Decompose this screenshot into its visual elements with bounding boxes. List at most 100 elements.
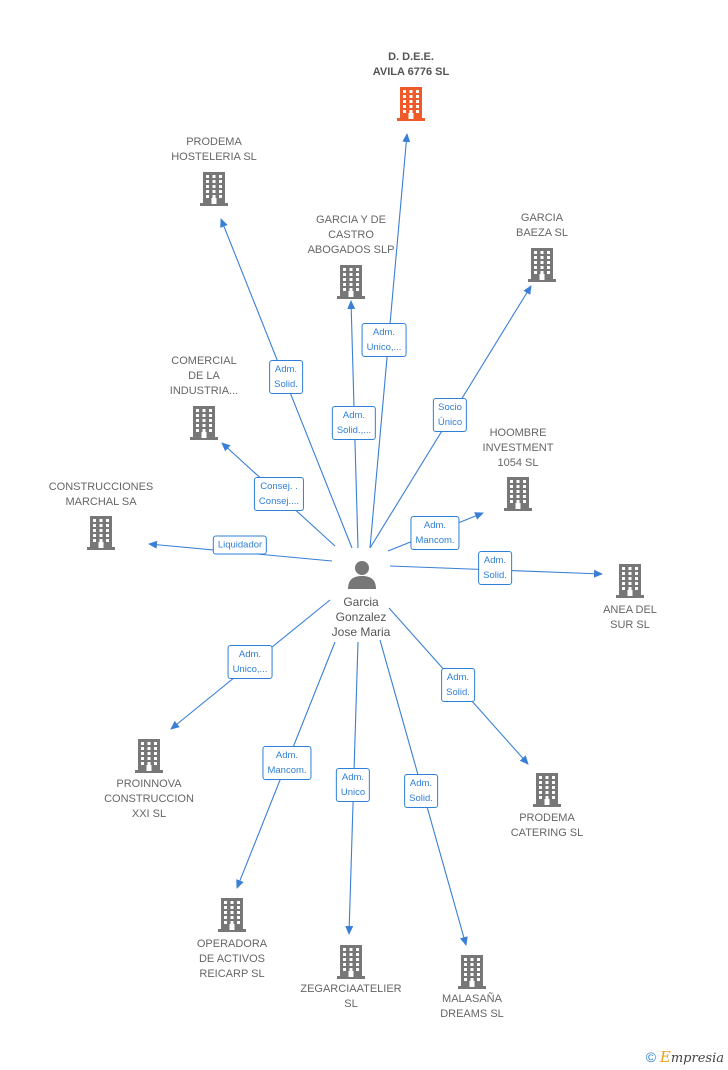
relation-badge-line: Adm. (446, 672, 470, 683)
relation-badge-line: Adm. (483, 555, 507, 566)
building-icon[interactable] (336, 263, 366, 304)
building-icon[interactable] (336, 943, 366, 984)
relation-badge-line: Consej.... (258, 496, 300, 507)
company-label-line: D. D.E.E. (388, 51, 434, 63)
relation-badge-operadora[interactable]: Adm. Mancom. (262, 746, 312, 780)
relation-badge-garcia-castro[interactable]: Adm. Solid.,... (331, 406, 377, 440)
building-icon[interactable] (615, 562, 645, 603)
relation-badge-anea-sur[interactable]: Adm.Solid. (478, 551, 512, 585)
brand-logo-initial: E (659, 1048, 671, 1066)
company-label-line: INDUSTRIA... (169, 385, 239, 397)
company-label-operadora[interactable]: OPERADORA DE ACTIVOS REICARP SL (157, 937, 307, 982)
building-icon[interactable] (189, 404, 219, 445)
company-label-line: CATERING SL (510, 827, 584, 839)
company-label-line: CONSTRUCCIONES (48, 481, 154, 493)
relation-badge-line: Adm. (274, 364, 298, 375)
relation-badge-line: Adm. (342, 410, 366, 421)
company-label-construcciones-marchal[interactable]: CONSTRUCCIONES MARCHAL SA (26, 480, 176, 510)
person-name-line: Gonzalez (335, 610, 387, 624)
company-label-line: XXI SL (131, 808, 167, 820)
building-icon[interactable] (527, 246, 557, 287)
company-label-prodema-catering[interactable]: PRODEMA CATERING SL (472, 811, 622, 841)
relation-badge-hoombre[interactable]: Adm.Mancom. (410, 516, 460, 550)
relation-badge-line: Liquidador (217, 539, 263, 551)
company-label-line: PROINNOVA (116, 778, 182, 790)
relation-badge-prodema-catering[interactable]: Adm. Solid. (441, 668, 475, 702)
relation-badge-line: Mancom. (267, 765, 307, 776)
relation-badge-line: Solid. (409, 793, 433, 804)
company-label-line: ZEGARCIAATELIER (300, 983, 402, 995)
company-label-line: GARCIA (520, 212, 564, 224)
company-label-line: ABOGADOS SLP (307, 244, 395, 256)
company-label-proinnova[interactable]: PROINNOVA CONSTRUCCION XXI SL (74, 777, 224, 822)
company-label-line: GARCIA Y DE (316, 214, 386, 226)
building-icon[interactable] (86, 514, 116, 555)
relation-badge-comercial-industria[interactable]: Consej. . Consej.... (253, 477, 305, 511)
person-name-line: Jose Maria (331, 625, 391, 639)
relation-badge-line: Adm. (341, 772, 365, 783)
company-label-line: OPERADORA (196, 938, 268, 950)
brand-logo-text: mpresia (670, 1051, 724, 1066)
company-label-line: SUR SL (610, 619, 650, 631)
relation-badge-line: Adm. (275, 750, 299, 761)
company-label-line: AVILA 6776 SL (372, 66, 450, 78)
company-label-line: 1054 SL (497, 457, 539, 469)
company-label-line: DREAMS SL (440, 1008, 504, 1020)
relation-badge-construcciones-marchal[interactable]: Liquidador (212, 535, 268, 555)
building-icon[interactable] (503, 475, 533, 516)
footer-brand: © Empresia (646, 1048, 724, 1066)
company-label-garcia-baeza[interactable]: GARCIA BAEZA SL (467, 211, 617, 241)
relation-badge-ddee-avila[interactable]: Adm. Unico,... (361, 323, 407, 357)
company-label-line: DE LA (188, 370, 220, 382)
company-label-ddee-avila[interactable]: D. D.E.E. AVILA 6776 SL (336, 50, 486, 80)
relation-badge-line: Unico,... (366, 342, 402, 353)
person-icon[interactable] (346, 558, 378, 590)
relation-badge-line: Socio (438, 402, 462, 413)
building-icon[interactable] (134, 737, 164, 778)
relation-badge-line: Único (437, 417, 463, 428)
relation-badge-malasana[interactable]: Adm. Solid. (404, 774, 438, 808)
relation-badge-line: Mancom. (415, 535, 455, 546)
building-icon[interactable] (532, 771, 562, 812)
company-label-line: DE ACTIVOS (198, 953, 266, 965)
relation-badge-line: Consej. . (260, 481, 298, 492)
company-label-zegarcia[interactable]: ZEGARCIAATELIER SL (276, 982, 426, 1012)
company-label-comercial-industria[interactable]: COMERCIAL DE LA INDUSTRIA... (129, 354, 279, 399)
company-label-line: HOOMBRE (489, 427, 547, 439)
company-label-line: SL (344, 998, 358, 1010)
relation-badge-line: Adm. (409, 778, 433, 789)
company-label-line: MARCHAL SA (65, 496, 137, 508)
company-label-line: INVESTMENT (482, 442, 554, 454)
person-name-line: Garcia (343, 595, 379, 609)
company-label-line: REICARP SL (199, 968, 265, 980)
building-icon[interactable] (217, 896, 247, 937)
company-label-garcia-castro[interactable]: GARCIA Y DE CASTRO ABOGADOS SLP (276, 213, 426, 258)
copyright-icon: © (645, 1049, 657, 1065)
company-label-line: PRODEMA (186, 136, 242, 148)
building-icon[interactable] (457, 953, 487, 994)
relation-badge-line: Solid. (446, 687, 470, 698)
relation-badge-line: Solid.,... (336, 425, 372, 436)
company-label-line: CASTRO (328, 229, 374, 241)
building-icon[interactable] (199, 170, 229, 211)
company-label-hoombre[interactable]: HOOMBRE INVESTMENT 1054 SL (443, 426, 593, 471)
relation-badge-line: Adm. (372, 327, 396, 338)
company-label-line: COMERCIAL (171, 355, 237, 367)
relation-badge-line: Unico,... (232, 664, 268, 675)
company-label-line: BAEZA SL (516, 227, 568, 239)
relation-badge-line: Adm. (238, 649, 262, 660)
relation-badge-proinnova[interactable]: Adm. Unico,... (227, 645, 273, 679)
relation-badge-line: Unico (340, 787, 366, 798)
company-label-line: CONSTRUCCION (104, 793, 194, 805)
company-label-line: PRODEMA (519, 812, 575, 824)
relation-badge-zegarcia[interactable]: Adm. Unico (335, 768, 371, 802)
person-name[interactable]: Garcia Gonzalez Jose Maria (301, 595, 421, 640)
relation-badge-line: Solid. (274, 379, 298, 390)
relation-badge-prodema-hosteleria[interactable]: Adm. Solid. (269, 360, 303, 394)
building-icon[interactable] (396, 85, 426, 126)
